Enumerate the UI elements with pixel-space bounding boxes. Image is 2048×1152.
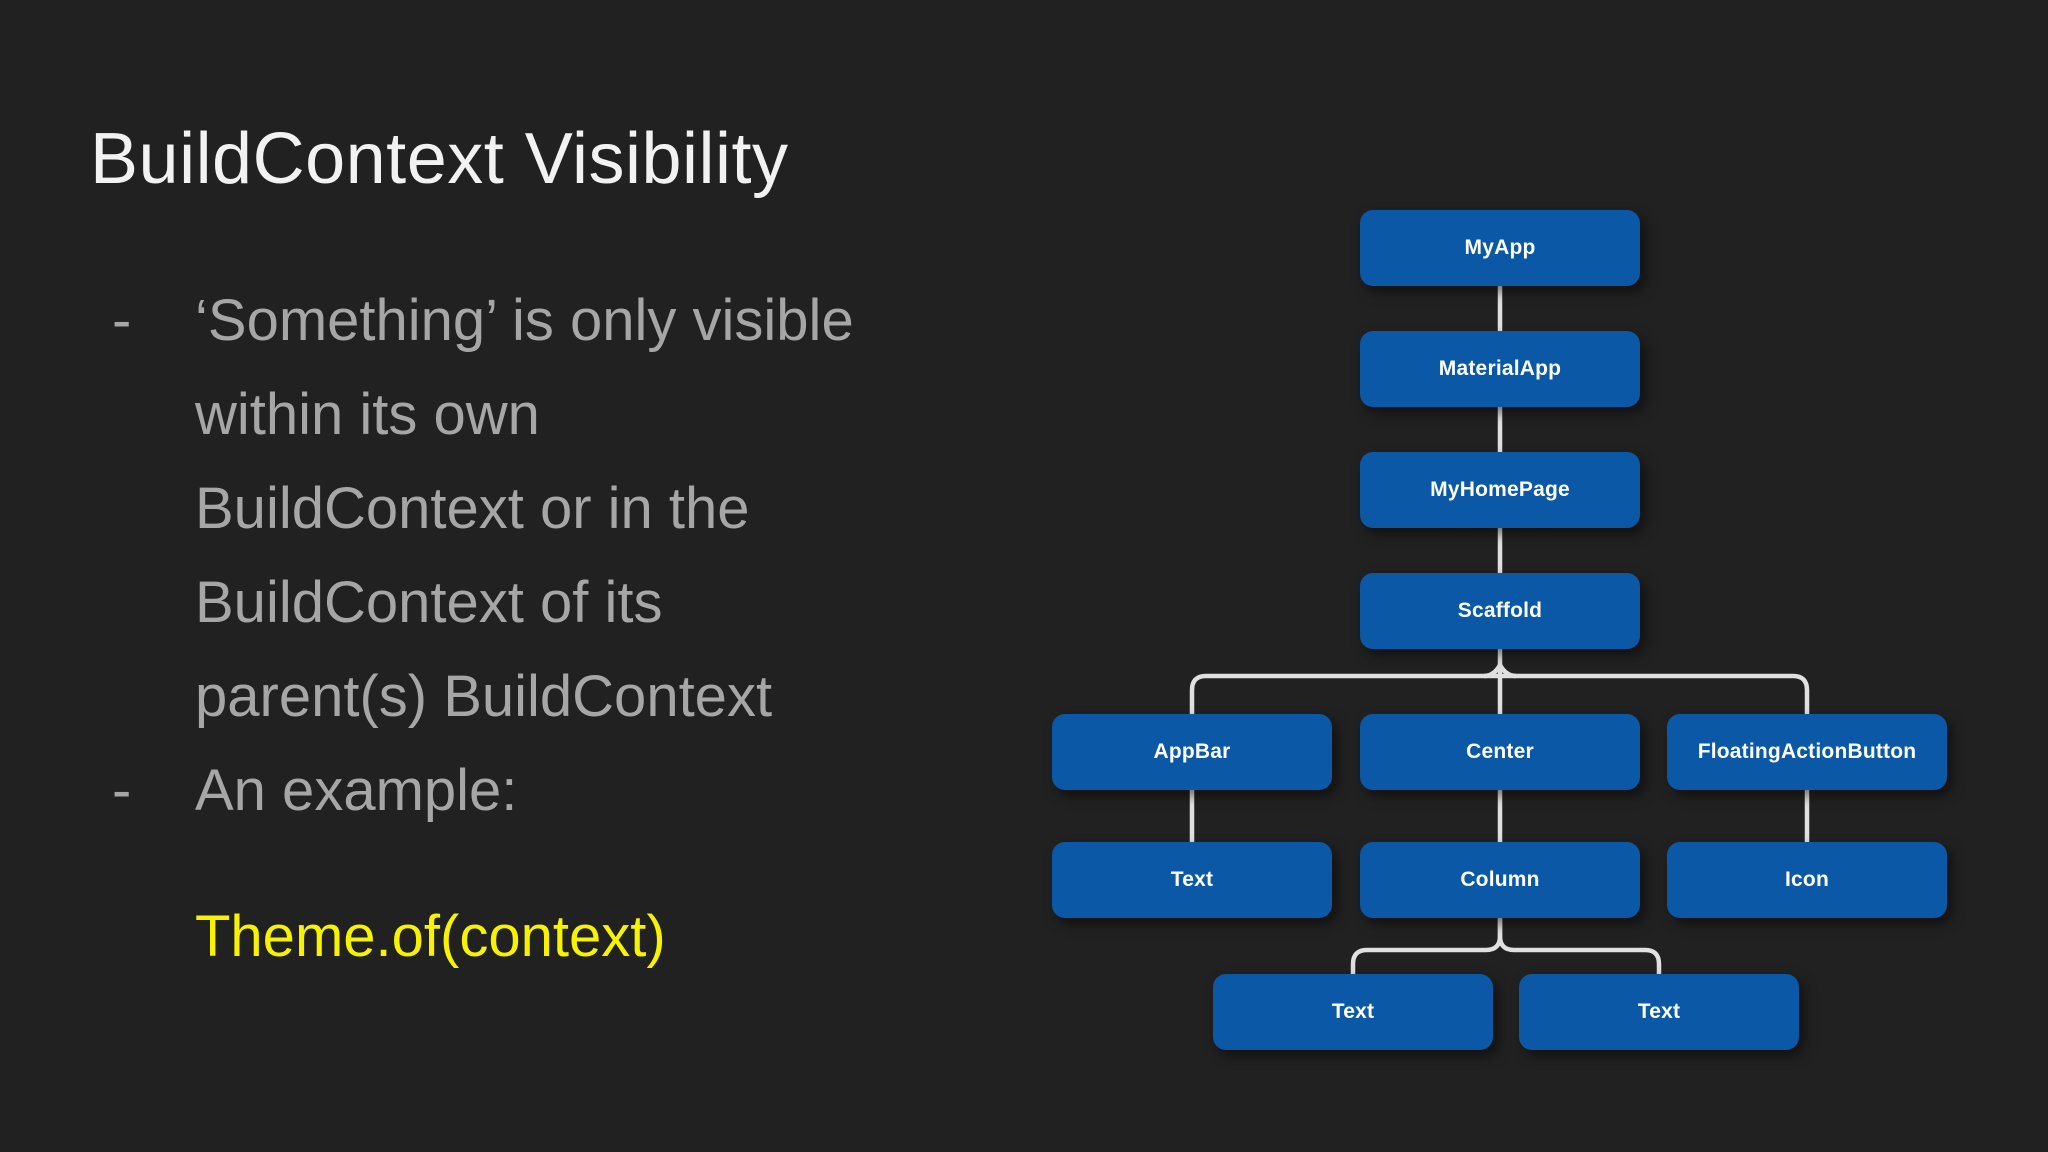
tree-node-center: Center [1360,714,1640,790]
bullet-item: - An example: [112,744,992,838]
bullet-marker: - [112,288,132,353]
bullet-item: BuildContext or in the [112,462,992,556]
bullet-item: parent(s) BuildContext [112,650,992,744]
bullet-item: - ‘Something’ is only visible [112,274,992,368]
tree-node-text-column-child-1: Text [1213,974,1493,1050]
tree-node-materialapp: MaterialApp [1360,331,1640,407]
tree-node-text-column-child-2: Text [1519,974,1799,1050]
tree-node-scaffold: Scaffold [1360,573,1640,649]
bullet-item: BuildContext of its [112,556,992,650]
connector-branch-fillet-right [1498,663,1517,679]
bullet-line: BuildContext of its [195,570,663,635]
slide-title: BuildContext Visibility [90,119,789,199]
tree-node-text-appbar-child: Text [1052,842,1332,918]
tree-node-column: Column [1360,842,1640,918]
tree-node-myhomepage: MyHomePage [1360,452,1640,528]
bullet-line: An example: [195,758,518,823]
connector-column-text-left [1350,918,1503,974]
tree-node-icon: Icon [1667,842,1947,918]
bullet-line: BuildContext or in the [195,476,750,541]
connector-scaffold-branch [1189,673,1810,714]
bullet-line: parent(s) BuildContext [195,664,773,729]
bullet-line: ‘Something’ is only visible [195,288,854,353]
bullet-marker: - [112,758,132,823]
tree-node-myapp: MyApp [1360,210,1640,286]
bullet-item: within its own [112,368,992,462]
code-snippet: Theme.of(context) [195,904,666,969]
tree-node-floatingactionbutton: FloatingActionButton [1667,714,1947,790]
tree-node-appbar: AppBar [1052,714,1332,790]
connector-column-text-right [1497,918,1662,974]
bullet-list: - ‘Something’ is only visible within its… [112,274,992,838]
bullet-line: within its own [195,382,540,447]
